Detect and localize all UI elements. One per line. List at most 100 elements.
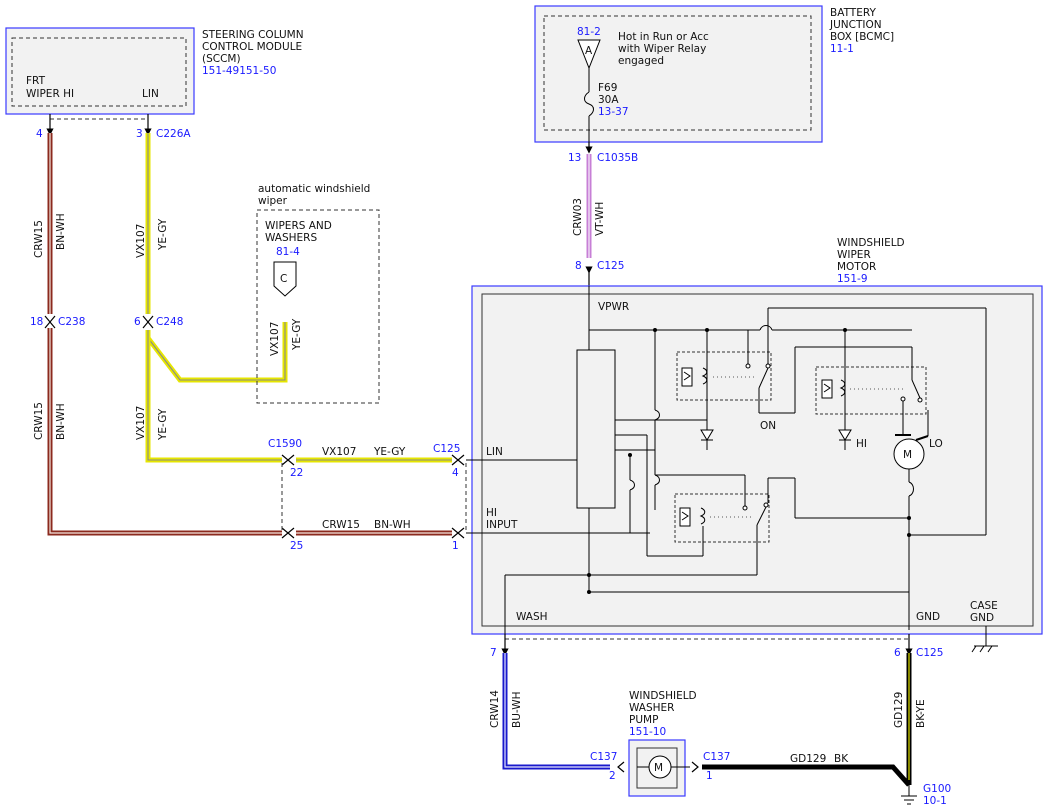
wire-color-bn-wh-lower: BN-WH <box>55 403 67 440</box>
case-gnd-2: GND <box>970 612 994 624</box>
c248-label[interactable]: C248 <box>156 316 183 328</box>
c248-pin: 6 <box>134 316 141 328</box>
relay-hi-label: HI <box>856 438 867 450</box>
auto-wiper-wire-code: VX107 <box>269 322 281 356</box>
ground-name[interactable]: G100 <box>923 783 951 795</box>
c238-connector <box>44 315 56 329</box>
relay-hi-box <box>815 366 927 415</box>
wire-label-crw15-lower: CRW15 <box>33 402 45 440</box>
bcmc-source-letter: A <box>585 45 593 57</box>
wire-label-crw03: CRW03 <box>572 198 584 236</box>
motor-vpwr: VPWR <box>598 301 629 313</box>
wiper-motor-letter: M <box>903 449 912 461</box>
motor-lin: LIN <box>486 446 503 458</box>
wire-label-gd129-vertical: GD129 <box>893 692 905 728</box>
c125-top-label[interactable]: C125 <box>597 260 624 272</box>
wire-crw15-bn-wh <box>47 133 452 536</box>
pump-motor-letter: M <box>654 762 663 774</box>
wire-label-vx107-horizontal: VX107 <box>322 446 356 458</box>
c238-pin: 18 <box>30 316 43 328</box>
relay-on-box <box>676 351 772 401</box>
c125-bottom-pin-6: 6 <box>894 647 901 659</box>
relay-hi-coil-icon <box>821 379 833 399</box>
relay-wash-coil-icon <box>679 507 691 527</box>
wire-vx107-ye-gy <box>145 133 452 463</box>
wire-color-ye-gy-lower: YE-GY <box>157 408 169 441</box>
wire-label-crw15-horizontal: CRW15 <box>322 519 360 531</box>
c125-bottom-label[interactable]: C125 <box>916 647 943 659</box>
sccm-module: FRT WIPER HI LIN STEERING COLUMN CONTROL… <box>5 27 304 115</box>
pump-title-2: WASHER <box>629 702 674 714</box>
c125-mid-pin-4: 4 <box>452 467 459 479</box>
wire-label-gd129-horizontal: GD129 <box>790 753 826 765</box>
fuse-icon <box>584 91 594 117</box>
c137-right-pin: 1 <box>706 770 713 782</box>
pump-title-3: PUMP <box>629 714 658 726</box>
c125-bottom-pin-7: 7 <box>490 647 497 659</box>
auto-wiper-wire-color: YE-GY <box>291 318 303 351</box>
bcmc-note-1: Hot in Run or Acc <box>618 31 709 43</box>
sccm-title-3: (SCCM) <box>202 53 241 65</box>
c1590-pin-22: 22 <box>290 467 303 479</box>
c1035b-label[interactable]: C1035B <box>597 152 638 164</box>
c226a-pin-4: 4 <box>36 128 43 140</box>
wire-label-vx107-upper: VX107 <box>135 224 147 258</box>
bcmc-note-3: engaged <box>618 55 664 67</box>
fuse-name: F69 <box>598 82 617 94</box>
wire-label-crw15-upper: CRW15 <box>33 220 45 258</box>
c137-left-pin: 2 <box>609 770 616 782</box>
motor-hi-input-2: INPUT <box>486 519 518 531</box>
c137-right-arrow <box>691 761 699 773</box>
motor-title-2: WIPER <box>837 249 871 261</box>
sccm-pin-lin: LIN <box>142 88 159 100</box>
c137-right-label[interactable]: C137 <box>703 751 730 763</box>
sccm-title-1: STEERING COLUMN <box>202 29 304 41</box>
fuse-rating: 30A <box>598 94 619 106</box>
sccm-ref[interactable]: 151-49151-50 <box>202 65 276 77</box>
c125-mid-connector <box>451 454 467 539</box>
ground-ref[interactable]: 10-1 <box>923 795 947 807</box>
bcmc-ref[interactable]: 11-1 <box>830 43 854 55</box>
bcmc-title-3: BOX [BCMC] <box>830 31 894 43</box>
c226a-pin-3: 3 <box>136 128 143 140</box>
motor-wash: WASH <box>516 611 548 623</box>
motor-ref[interactable]: 151-9 <box>837 273 868 285</box>
c1035b-pin: 13 <box>568 152 581 164</box>
pump-ref[interactable]: 151-10 <box>629 726 666 738</box>
wire-color-bn-wh-horizontal: BN-WH <box>374 519 411 531</box>
bcmc-note-2: with Wiper Relay <box>618 43 706 55</box>
c248-connector <box>142 315 154 329</box>
case-ground-icon <box>971 626 998 653</box>
page-ref-c-icon <box>273 261 297 297</box>
auto-wiper-ref[interactable]: 81-4 <box>276 246 300 258</box>
bcmc-module: 81-2 A Hot in Run or Acc with Wiper Rela… <box>534 5 894 143</box>
fuse-ref[interactable]: 13-37 <box>598 106 629 118</box>
c125-mid-label[interactable]: C125 <box>433 443 460 455</box>
motor-lo-label: LO <box>929 438 943 450</box>
washer-pump: M WINDSHIELD WASHER PUMP 151-10 <box>628 690 697 797</box>
c226a-label[interactable]: C226A <box>156 128 191 140</box>
diode-on-icon <box>700 429 714 441</box>
auto-wiper-box: automatic windshield wiper WIPERS AND WA… <box>256 183 380 404</box>
controller-block <box>576 349 616 509</box>
wire-color-bk-ye: BK-YE <box>915 699 927 728</box>
wire-color-bu-wh: BU-WH <box>511 691 523 728</box>
wipers-washers-1: WIPERS AND <box>265 220 332 232</box>
relay-on-label: ON <box>760 420 776 432</box>
auto-wiper-letter: C <box>280 273 287 285</box>
wire-color-bk: BK <box>834 753 849 765</box>
c137-left-label[interactable]: C137 <box>590 751 617 763</box>
bcmc-source-ref[interactable]: 81-2 <box>577 26 601 38</box>
auto-wiper-title-1: automatic windshield <box>258 183 370 195</box>
sccm-title-2: CONTROL MODULE <box>202 41 302 53</box>
sccm-pin-frt: FRT <box>26 75 46 87</box>
c1590-label[interactable]: C1590 <box>268 438 302 450</box>
wire-color-ye-gy-horizontal: YE-GY <box>373 446 406 458</box>
pump-title-1: WINDSHIELD <box>629 690 697 702</box>
wire-label-crw14: CRW14 <box>489 690 501 728</box>
bcmc-title-2: JUNCTION <box>829 19 882 31</box>
wire-crw14-bu-wh <box>502 653 610 770</box>
c238-label[interactable]: C238 <box>58 316 85 328</box>
